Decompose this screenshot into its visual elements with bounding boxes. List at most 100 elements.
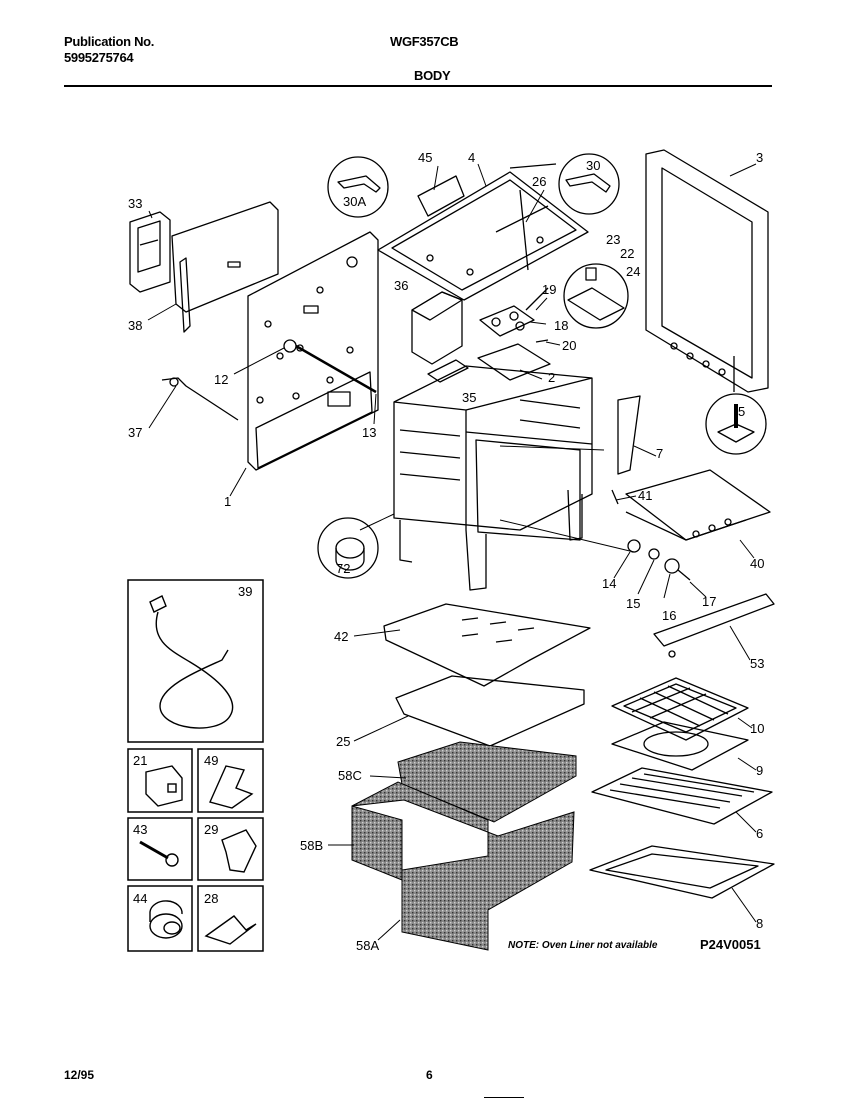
- callout-53: 53: [750, 656, 764, 671]
- callout-2: 2: [548, 370, 555, 385]
- callout-72: 72: [336, 561, 350, 576]
- detail-22-24-circle: [563, 263, 629, 329]
- callout-58a: 58A: [356, 938, 379, 953]
- callout-42: 42: [334, 629, 348, 644]
- callout-43: 43: [133, 822, 147, 837]
- part-17-clip: [677, 569, 691, 581]
- detail-30-circle: [558, 153, 620, 215]
- part-15-bulb: [648, 548, 660, 560]
- detail-5-leveler: [705, 393, 767, 455]
- callout-14: 14: [602, 576, 616, 591]
- callout-28: 28: [204, 891, 218, 906]
- callout-22: 22: [620, 246, 634, 261]
- part-3-frame: [645, 149, 769, 393]
- callout-29: 29: [204, 822, 218, 837]
- part-4-top-panel: [377, 171, 589, 301]
- callout-15: 15: [626, 596, 640, 611]
- callout-8: 8: [756, 916, 763, 931]
- part-44-bushing: [149, 913, 183, 939]
- part-14-socket: [627, 539, 641, 553]
- detail-72-circle: [317, 517, 379, 579]
- part-39-plug: [149, 595, 167, 613]
- part-16-lens: [664, 558, 680, 574]
- part-10-broiler-pan: [611, 677, 749, 741]
- part-12-fitting: [283, 339, 297, 353]
- callout-35: 35: [462, 390, 476, 405]
- oven-body: [393, 365, 593, 591]
- oven-liner-note: NOTE: Oven Liner not available: [508, 940, 658, 951]
- callout-20: 20: [562, 338, 576, 353]
- part-40-broiler: [625, 469, 771, 541]
- detail-30a-circle: [327, 156, 389, 218]
- part-21-clip: [145, 765, 183, 807]
- part-7-igniter: [617, 395, 641, 475]
- callout-7: 7: [656, 446, 663, 461]
- callout-25: 25: [336, 734, 350, 749]
- callout-23: 23: [606, 232, 620, 247]
- header-rule: [64, 85, 772, 87]
- footer-rule: [484, 1097, 524, 1098]
- part-36-duct: [411, 291, 463, 365]
- callout-18: 18: [554, 318, 568, 333]
- callout-labels: 33 38 12 37 1 13 30A 45 4 26 30 3 23 22 …: [128, 150, 764, 953]
- callout-37: 37: [128, 425, 142, 440]
- inset-43-box: [127, 817, 193, 881]
- callout-19: 19: [542, 282, 556, 297]
- publication-label: Publication No.: [64, 34, 155, 49]
- callout-58b: 58B: [300, 838, 323, 853]
- part-43-screw: [139, 840, 169, 860]
- footer-date: 12/95: [64, 1068, 95, 1082]
- callout-38: 38: [128, 318, 142, 333]
- part-28-bracket: [204, 915, 257, 945]
- callout-16: 16: [662, 608, 676, 623]
- callout-3: 3: [756, 150, 763, 165]
- part-49-bracket: [209, 765, 254, 809]
- callout-1: 1: [224, 494, 231, 509]
- callout-33: 33: [128, 196, 142, 211]
- callout-45: 45: [418, 150, 432, 165]
- part-29-clip: [221, 829, 257, 873]
- callout-49: 49: [204, 753, 218, 768]
- model-number: WGF357CB: [390, 34, 459, 49]
- part-9-pan: [611, 721, 749, 771]
- part-2-shield: [477, 343, 551, 381]
- part-13-tube: [295, 344, 377, 394]
- callout-4: 4: [468, 150, 475, 165]
- part-38-panel: [171, 201, 279, 333]
- part-6-rack: [591, 767, 773, 825]
- part-18-burner: [479, 287, 549, 343]
- publication-number: 5995275764: [64, 50, 134, 65]
- callout-58c: 58C: [338, 768, 362, 783]
- callout-39: 39: [238, 584, 252, 599]
- callout-26: 26: [532, 174, 546, 189]
- callout-30: 30: [586, 158, 600, 173]
- callout-30a: 30A: [343, 194, 366, 209]
- part-1-back-panel: [247, 231, 379, 471]
- callout-24: 24: [626, 264, 640, 279]
- drawing-code: P24V0051: [700, 937, 761, 952]
- callout-6: 6: [756, 826, 763, 841]
- callout-44: 44: [133, 891, 147, 906]
- callout-9: 9: [756, 763, 763, 778]
- section-title: BODY: [414, 68, 451, 83]
- callout-21: 21: [133, 753, 147, 768]
- part-58-insulation: [351, 741, 577, 951]
- callout-41: 41: [638, 488, 652, 503]
- callout-12: 12: [214, 372, 228, 387]
- inset-44-box: [127, 885, 193, 952]
- part-8-panel: [589, 845, 775, 899]
- part-37-tie: [161, 377, 239, 421]
- callout-36: 36: [394, 278, 408, 293]
- inset-39-box: [127, 579, 264, 743]
- part-53-trim: [653, 593, 775, 647]
- callout-40: 40: [750, 556, 764, 571]
- footer-page-number: 6: [426, 1068, 433, 1082]
- callout-13: 13: [362, 425, 376, 440]
- part-25-panel: [395, 675, 585, 747]
- part-42-bottom-panel: [383, 603, 591, 687]
- callout-5: 5: [738, 404, 745, 419]
- inset-49-box: [197, 748, 264, 813]
- part-35-vent: [427, 359, 469, 383]
- callout-10: 10: [750, 721, 764, 736]
